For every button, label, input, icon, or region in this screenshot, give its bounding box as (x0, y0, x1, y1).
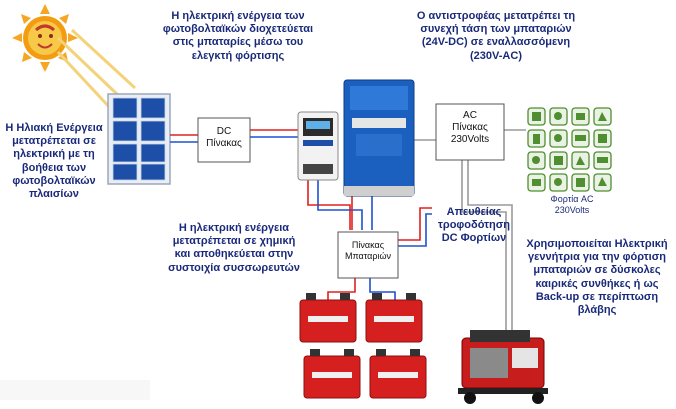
ac-panel-line3: 230Volts (450, 134, 490, 145)
ac-panel-line1: AC (463, 110, 477, 121)
pv-charge-description: Η ηλεκτρική ενέργεια των φωτοβολταϊκών δ… (162, 10, 314, 62)
ac-loads-line1: Φορτία AC (550, 194, 594, 204)
battery-description: Η ηλεκτρική ενέργεια μετατρέπεται σε χημ… (168, 222, 300, 274)
sunlight-arrows (56, 28, 137, 112)
dc-panel-line1: DC (216, 126, 232, 137)
sun-icon (12, 4, 78, 72)
ac-panel-label: AC Πίνακας 230Volts (436, 110, 504, 146)
battery-panel-line1: Πίνακας (351, 240, 385, 250)
battery-panel-line2: Μπαταριών (344, 250, 392, 261)
direct-dc-description: Απευθείας τροφοδότηση DC Φορτίων (438, 206, 510, 245)
ac-panel-box (435, 103, 505, 161)
ac-panel-line2: Πίνακας (452, 122, 488, 133)
generator-description: Χρησιμοποιείται Ηλεκτρική γεννήτρια για … (526, 238, 668, 316)
battery-panel-label: Πίνακας Μπαταριών (338, 240, 398, 262)
dc-panel-line2: Πίνακας (206, 138, 242, 149)
ac-loads-line2: 230Volts (554, 204, 590, 215)
generator-icon (458, 330, 548, 404)
solar-panel-icon (107, 93, 171, 185)
battery-icon (299, 293, 427, 399)
charge-controller-icon (297, 111, 339, 181)
solar-description: Η Ηλιακή Ενέργεια μετατρέπεται σε ηλεκτρ… (5, 122, 103, 200)
inverter-icon (343, 79, 415, 197)
dc-panel-label: DC Πίνακας (198, 126, 250, 150)
ac-loads-label: Φορτία AC 230Volts (530, 194, 614, 216)
inverter-description: Ο αντιστροφέας μετατρέπει τη συνεχή τάση… (416, 10, 576, 62)
battery-panel-box (337, 231, 399, 279)
appliance-icons (527, 107, 612, 192)
wiring (170, 129, 526, 330)
dc-panel-box (197, 117, 251, 163)
